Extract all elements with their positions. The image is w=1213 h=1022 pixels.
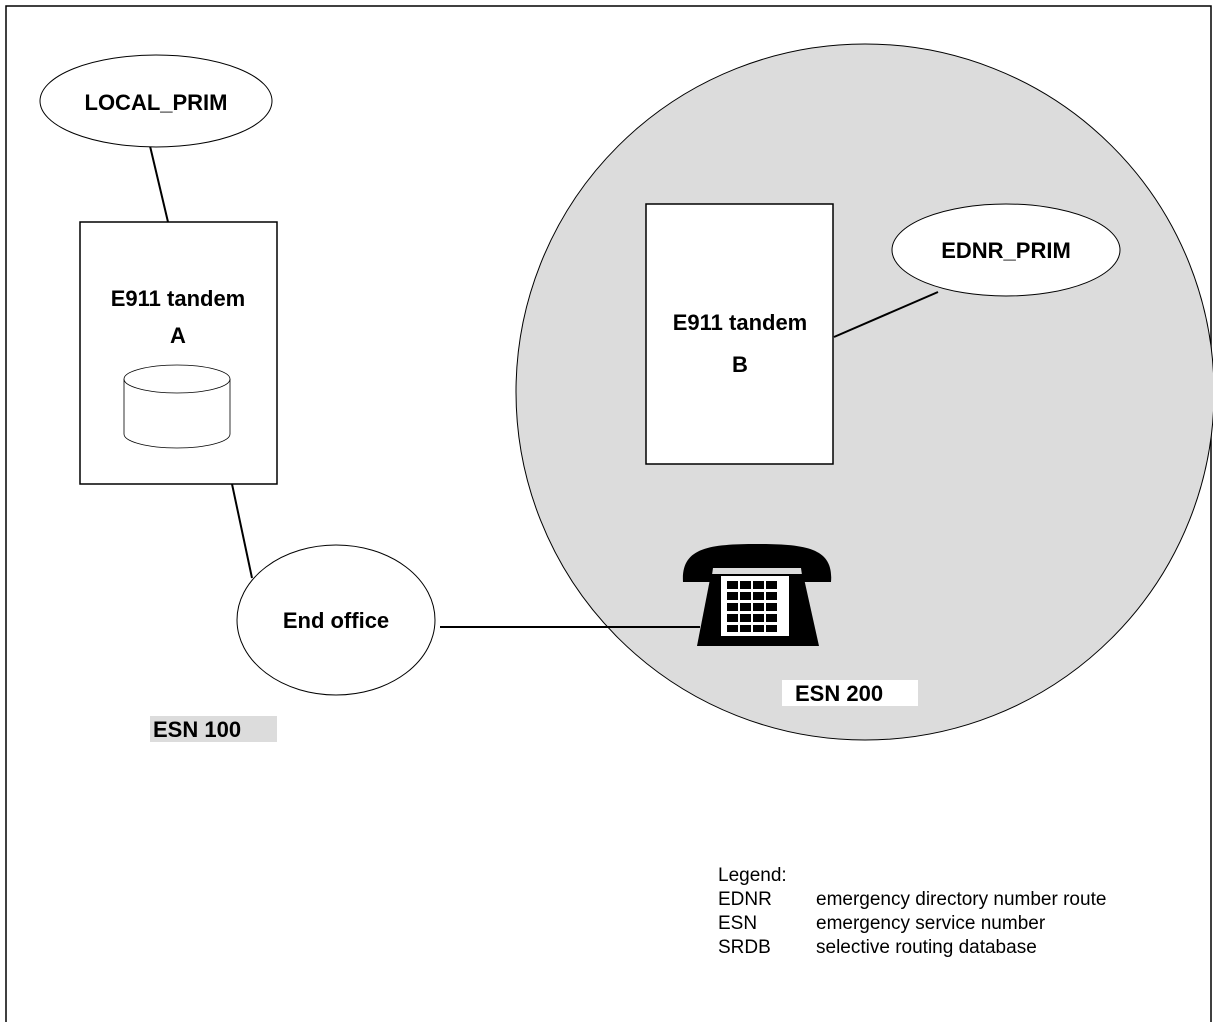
telephone-icon [682, 544, 832, 646]
esn-100-label: ESN 100 [153, 717, 241, 742]
legend-abbr: EDNR [718, 889, 772, 910]
legend-abbr: ESN [718, 913, 758, 934]
ednr-prim-label: EDNR_PRIM [941, 238, 1071, 263]
tandem-b-letter: B [732, 352, 748, 377]
tandem-a-letter: A [170, 323, 186, 348]
tandem-a-title: E911 tandem [111, 286, 246, 311]
tandem-a-node: E911 tandem A [79, 221, 278, 485]
end-office-node: End office [236, 544, 436, 696]
esn-200-label: ESN 200 [795, 681, 883, 706]
legend-desc: emergency service number [816, 913, 1046, 934]
link-tandem-a-end-office [231, 483, 253, 579]
tandem-b-title: E911 tandem [673, 310, 808, 335]
legend: Legend: EDNR emergency directory number r… [718, 864, 1106, 960]
legend-desc: selective routing database [816, 937, 1037, 958]
legend-item: ESN emergency service number [718, 912, 1106, 936]
end-office-label: End office [283, 608, 389, 633]
link-local-prim-tandem-a [149, 145, 169, 223]
legend-item: SRDB selective routing database [718, 936, 1106, 960]
esn-100-badge: ESN 100 [150, 716, 277, 742]
legend-abbr: SRDB [718, 937, 771, 958]
ednr-prim-node: EDNR_PRIM [891, 203, 1121, 297]
esn-200-badge: ESN 200 [782, 680, 918, 706]
tandem-b-node: E911 tandem B [645, 203, 834, 465]
legend-title: Legend: [718, 865, 787, 886]
legend-item: EDNR emergency directory number route [718, 888, 1106, 912]
esn-200-zone [515, 43, 1213, 741]
local-prim-node: LOCAL_PRIM [39, 54, 273, 148]
link-tandem-b-ednr-prim [833, 291, 939, 338]
database-icon [123, 364, 231, 449]
diagram-frame [5, 5, 1212, 1022]
legend-desc: emergency directory number route [816, 889, 1107, 910]
local-prim-label: LOCAL_PRIM [85, 90, 228, 115]
